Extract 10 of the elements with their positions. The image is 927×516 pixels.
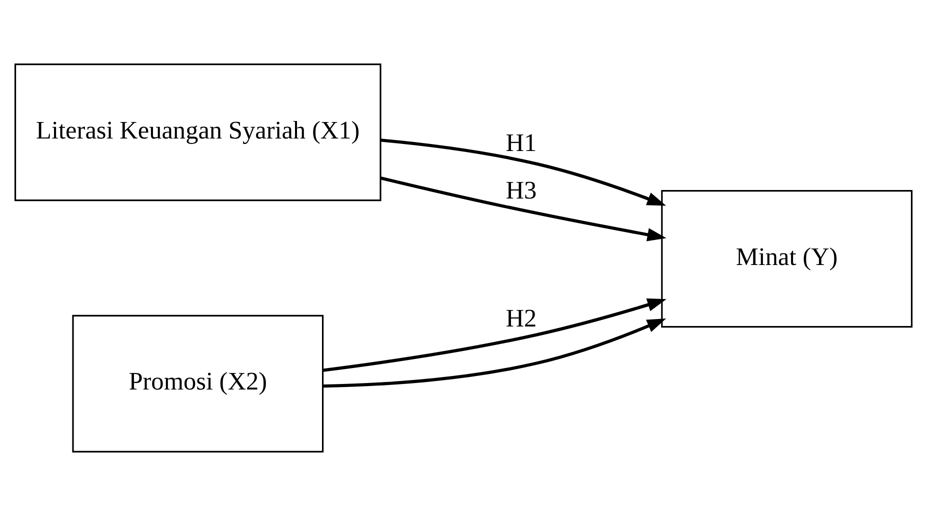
edge-label: H1 xyxy=(506,128,537,157)
node-box: Promosi (X2) xyxy=(72,314,324,452)
node-box: Minat (Y) xyxy=(661,190,912,328)
node-box: Literasi Keuangan Syariah (X1) xyxy=(14,64,382,202)
arrow xyxy=(323,318,666,388)
arrow xyxy=(380,176,666,242)
arrow xyxy=(322,298,666,372)
edge-label: H3 xyxy=(506,176,537,204)
edge-label: H2 xyxy=(506,304,537,332)
arrow xyxy=(380,138,666,206)
